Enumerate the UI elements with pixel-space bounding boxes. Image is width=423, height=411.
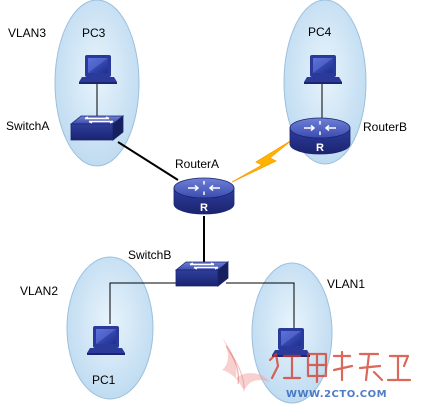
network-links (96, 84, 323, 330)
vlan2-label: VLAN2 (20, 284, 58, 298)
vlan3-label: VLAN3 (8, 26, 46, 40)
link-switchb-pc2 (226, 282, 295, 330)
pc3-label: PC3 (82, 26, 106, 40)
switcha-label: SwitchA (6, 119, 49, 133)
pc1-label: PC1 (92, 373, 116, 387)
routerb-label: RouterB (363, 120, 407, 134)
serial-link-routera-routerb (231, 139, 293, 183)
pc4-label: PC4 (308, 25, 332, 39)
switcha-switch (70, 115, 124, 141)
routera-router (173, 177, 235, 215)
link-switchb-pc1 (109, 282, 176, 324)
routerb-router (289, 117, 351, 155)
watermark-url: WWW.2CTO.COM (286, 389, 387, 400)
link-switcha-routera (117, 141, 179, 181)
switchb-switch (175, 261, 229, 287)
switchb-label: SwitchB (128, 248, 171, 262)
routera-label: RouterA (175, 157, 219, 171)
watermark-logo: WWW.2CTO.COM (222, 338, 412, 400)
vlan1-label: VLAN1 (327, 277, 365, 291)
